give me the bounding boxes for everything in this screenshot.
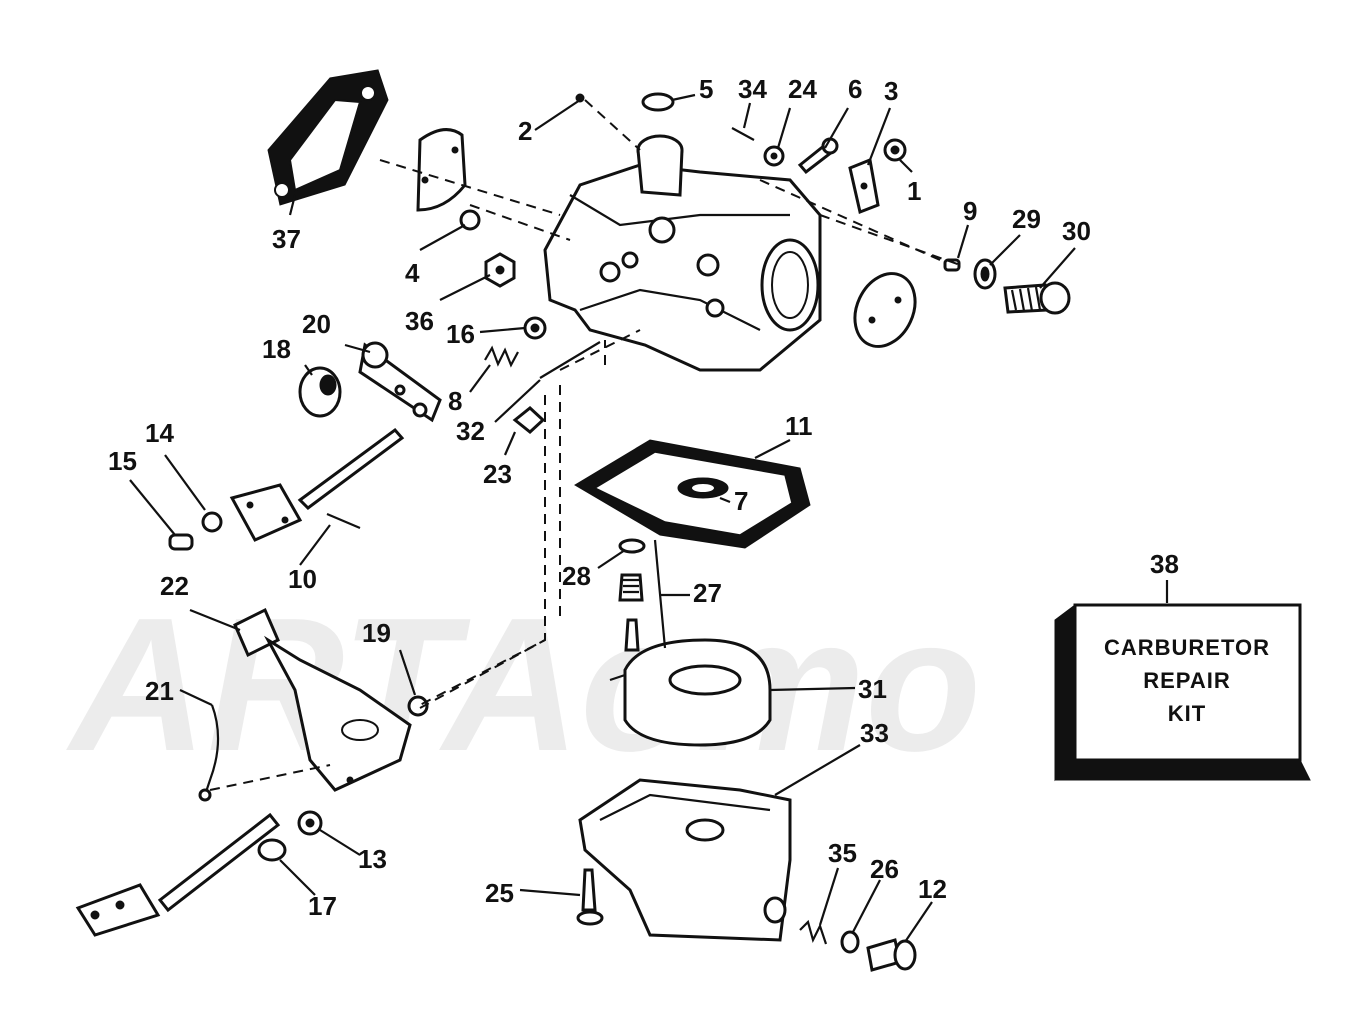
part-29-washer	[973, 258, 997, 290]
part-18-bushing	[298, 366, 342, 418]
callout-8: 8	[448, 386, 462, 416]
part-3-bracket	[848, 157, 880, 215]
part-33-float-bowl	[578, 778, 792, 942]
part-10-pin	[326, 512, 361, 530]
part-21-spring-link	[198, 704, 220, 802]
part-16-nut	[523, 316, 547, 340]
callout-33: 33	[860, 718, 889, 748]
callout-14: 14	[145, 418, 174, 448]
carburetor-body	[543, 134, 822, 372]
callout-18: 18	[262, 334, 291, 364]
part-4-ball	[459, 209, 481, 231]
callout-3: 3	[884, 76, 898, 106]
part-38-carburetor-repair-kit: CARBURETOR REPAIR KIT	[1054, 603, 1311, 782]
callout-13: 13	[358, 844, 387, 874]
assembly-lines	[209, 99, 961, 791]
kit-line-2: REPAIR	[1143, 668, 1231, 693]
callout-16: 16	[446, 319, 475, 349]
callout-28: 28	[562, 561, 591, 591]
part-2-ball	[575, 93, 585, 103]
kit-line-1: CARBURETOR	[1104, 635, 1270, 660]
callout-21: 21	[145, 676, 174, 706]
part-14-washer	[201, 511, 223, 533]
choke-valve-plate	[416, 128, 467, 212]
callout-2: 2	[518, 116, 532, 146]
part-19-washer	[407, 695, 429, 717]
callout-15: 15	[108, 446, 137, 476]
part-24-washer	[763, 145, 785, 167]
part-25-screw	[576, 868, 604, 926]
part-35-spring	[799, 919, 828, 945]
part-8-spring	[484, 345, 519, 368]
part-6-screw	[797, 137, 839, 175]
part-30-adjust-screw	[1003, 281, 1071, 315]
callout-26: 26	[870, 854, 899, 884]
callout-22: 22	[160, 571, 189, 601]
callout-9: 9	[963, 196, 977, 226]
callout-4: 4	[405, 258, 420, 288]
callout-1: 1	[907, 176, 921, 206]
callout-10: 10	[288, 564, 317, 594]
callout-11: 11	[785, 411, 813, 441]
callout-38: 38	[1150, 549, 1179, 579]
part-34-pin	[731, 127, 755, 141]
part-13-washer	[297, 810, 323, 836]
choke-shaft	[229, 427, 405, 542]
callout-37: 37	[272, 224, 301, 254]
part-27-inlet-needle-seat	[618, 573, 644, 652]
callout-36: 36	[405, 306, 434, 336]
leader-lines	[129, 93, 1169, 943]
callout-35: 35	[828, 838, 857, 868]
part-1-nut	[883, 138, 907, 162]
callout-5: 5	[699, 74, 713, 104]
callout-27: 27	[693, 578, 722, 608]
part-20-choke-lever	[358, 341, 442, 423]
callout-30: 30	[1062, 216, 1091, 246]
part-26-washer	[840, 930, 860, 954]
part-23-plug	[512, 406, 546, 434]
callout-29: 29	[1012, 204, 1041, 234]
part-36-nut	[484, 252, 516, 288]
part-12-drain-screw	[866, 938, 917, 972]
callout-32: 32	[456, 416, 485, 446]
kit-line-3: KIT	[1168, 701, 1206, 726]
callout-24: 24	[788, 74, 817, 104]
part-32-needle	[539, 341, 601, 379]
watermark: ARTAomo	[66, 579, 981, 791]
part-37-flange-gasket	[267, 69, 389, 206]
part-15-screw	[168, 533, 194, 551]
callout-20: 20	[302, 309, 331, 339]
callout-25: 25	[485, 878, 514, 908]
part-22-throttle-lever	[233, 607, 412, 792]
part-5-plug	[641, 92, 675, 112]
callout-34: 34	[738, 74, 767, 104]
callout-12: 12	[918, 874, 947, 904]
part-28-gasket	[618, 538, 646, 554]
part-7-gasket-ring	[677, 477, 729, 499]
part-17-screw	[257, 838, 287, 862]
callout-7: 7	[734, 486, 748, 516]
callout-19: 19	[362, 618, 391, 648]
callout-17: 17	[308, 891, 337, 921]
part-31-float	[609, 638, 772, 747]
throttle-shaft	[75, 812, 281, 937]
callouts: 1 2 3 4 5 6 7 8 9 10 11 12 13 14 15 16 1…	[108, 74, 1179, 921]
callout-31: 31	[858, 674, 887, 704]
throttle-valve-plate	[853, 272, 917, 348]
callout-6: 6	[848, 74, 862, 104]
callout-23: 23	[483, 459, 512, 489]
